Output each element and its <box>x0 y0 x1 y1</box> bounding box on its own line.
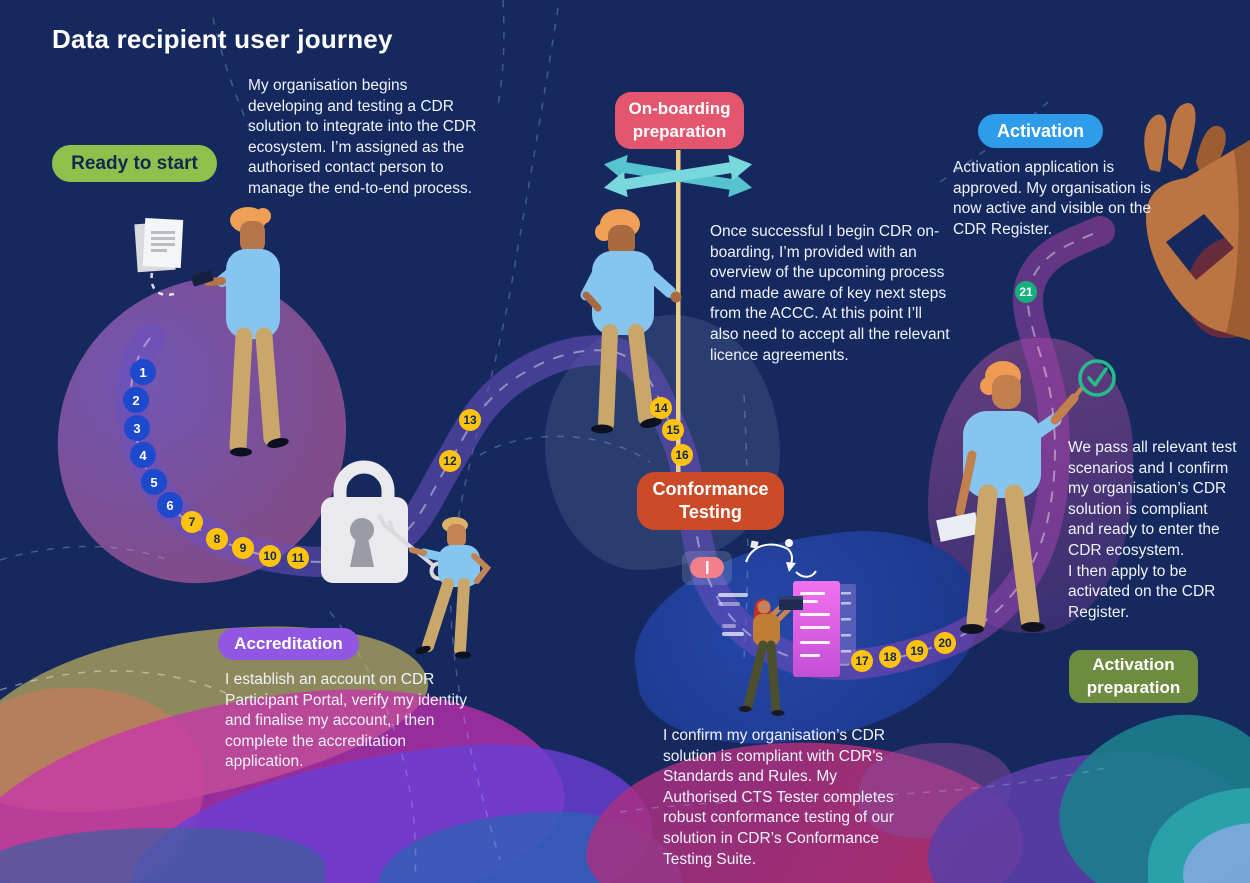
check-circle-icon <box>1078 359 1116 397</box>
step-21: 21 <box>1015 281 1037 303</box>
step-6: 6 <box>157 492 183 518</box>
page-title: Data recipient user journey <box>52 24 393 54</box>
decorative-blob <box>378 812 683 883</box>
documents-icon <box>134 218 184 297</box>
text-activation-preparation: We pass all relevant test scenarios and … <box>1068 439 1237 621</box>
step-2: 2 <box>123 387 149 413</box>
decorative-blob <box>27 254 375 610</box>
step-20: 20 <box>934 632 956 654</box>
step-10: 10 <box>259 545 281 567</box>
key-icon <box>377 514 449 581</box>
decorative-blob <box>1186 236 1250 338</box>
toggle-switch-icon <box>682 551 732 585</box>
step-15: 15 <box>662 419 684 441</box>
step-11: 11 <box>287 547 309 569</box>
person-conformance-illustration <box>738 596 803 716</box>
badge-conformance-testing: Conformance Testing <box>637 472 784 530</box>
person-activation-prep-illustration <box>936 361 1084 634</box>
step-3: 3 <box>124 415 150 441</box>
step-8: 8 <box>206 528 228 550</box>
decorative-blob <box>1040 693 1250 883</box>
padlock-icon <box>321 460 408 583</box>
text-onboarding-preparation: Once successful I begin CDR on- boarding… <box>710 223 950 364</box>
step-12: 12 <box>439 450 461 472</box>
person-ready-illustration <box>191 207 289 457</box>
decorative-blob <box>1183 823 1250 883</box>
badge-accreditation: Accreditation <box>218 628 359 660</box>
person-accreditation-illustration <box>409 517 492 659</box>
badge-onboarding-preparation: On-boarding preparation <box>615 92 744 149</box>
decorative-blob <box>620 514 996 762</box>
person-onboarding-illustration <box>580 209 682 434</box>
step-16: 16 <box>671 444 693 466</box>
text-accreditation: I establish an account on CDR Participan… <box>225 671 468 771</box>
text-activation: Activation application is approved. My o… <box>953 159 1152 238</box>
dashed-decor-lines <box>0 0 1106 881</box>
decorative-blob <box>0 828 325 883</box>
step-5: 5 <box>141 469 167 495</box>
checklist-panel-icon <box>718 581 856 677</box>
decorative-blob <box>928 752 1250 883</box>
badge-activation: Activation <box>978 114 1103 148</box>
badge-activation-preparation: Activation preparation <box>1069 650 1198 703</box>
step-1: 1 <box>130 359 156 385</box>
text-conformance-testing: I confirm my organisation’s CDR solution… <box>663 727 894 868</box>
step-13: 13 <box>459 409 481 431</box>
badge-ready-to-start: Ready to start <box>52 145 217 182</box>
decorative-blob <box>1148 788 1250 883</box>
step-4: 4 <box>130 442 156 468</box>
step-14: 14 <box>650 397 672 419</box>
step-17: 17 <box>851 650 873 672</box>
step-7: 7 <box>181 511 203 533</box>
step-9: 9 <box>232 537 254 559</box>
step-19: 19 <box>906 640 928 662</box>
bezier-arrow-icon <box>745 539 817 578</box>
decorative-blob <box>0 688 205 883</box>
step-18: 18 <box>879 646 901 668</box>
text-ready-to-start: My organisation begins developing and te… <box>248 77 477 198</box>
